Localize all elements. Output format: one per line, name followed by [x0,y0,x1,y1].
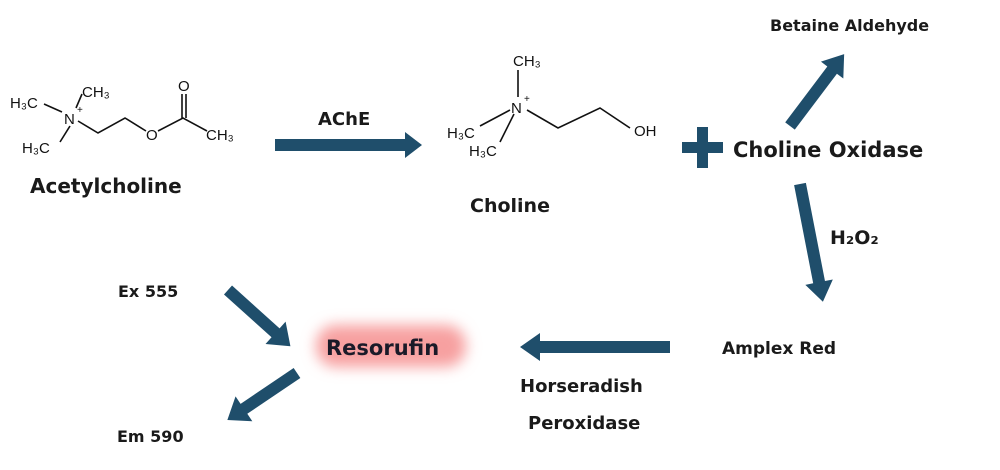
hrp-label-line1: Horseradish [520,376,643,397]
hrp-label-line2: Peroxidase [528,413,640,434]
atom-carbonyl-oxygen: O [178,78,190,95]
ache-label: AChE [318,109,370,130]
acetylcholine-label: Acetylcholine [30,174,182,198]
excitation-label: Ex 555 [118,282,178,301]
betaine-aldehyde-label: Betaine Aldehyde [770,16,929,35]
charge-plus: + [524,94,530,105]
atom-hydroxyl: OH [634,123,657,140]
charge-plus: + [77,105,83,116]
choline-structure: CH₃ H₃C H₃C N + OH [447,53,657,160]
h2o2-arrow-icon [794,182,833,302]
choline-label: Choline [470,195,550,217]
emission-arrow-icon [227,368,301,422]
atom-acetyl-methyl: CH₃ [206,127,234,144]
atom-h3c-left: H₃C [447,125,475,142]
betaine-arrow-icon [785,54,845,130]
atom-ch3-top: CH₃ [82,84,110,101]
h2o2-label: H₂O₂ [830,227,879,249]
resorufin-label: Resorufin [326,336,439,360]
acetylcholine-bonds [43,93,208,143]
choline-bonds [479,70,631,143]
atom-h3c-bottom: H₃C [22,140,50,157]
plus-icon [682,127,723,168]
atom-h3c-bottom: H₃C [469,143,497,160]
atom-h3c-left: H₃C [10,95,38,112]
amplex-red-label: Amplex Red [722,339,836,359]
choline-oxidase-label: Choline Oxidase [733,138,923,162]
acetylcholine-structure: H₃C CH₃ H₃C N + O O CH₃ [10,78,234,157]
hrp-arrow-icon [520,333,670,361]
emission-label: Em 590 [117,427,184,446]
ache-arrow-icon [275,132,422,158]
excitation-arrow-icon [223,285,291,347]
resorufin-glow [316,325,466,367]
atom-nitrogen: N [511,100,522,117]
atom-nitrogen: N [64,111,75,128]
atom-ester-oxygen: O [146,127,158,144]
atom-ch3-top: CH₃ [513,53,541,70]
